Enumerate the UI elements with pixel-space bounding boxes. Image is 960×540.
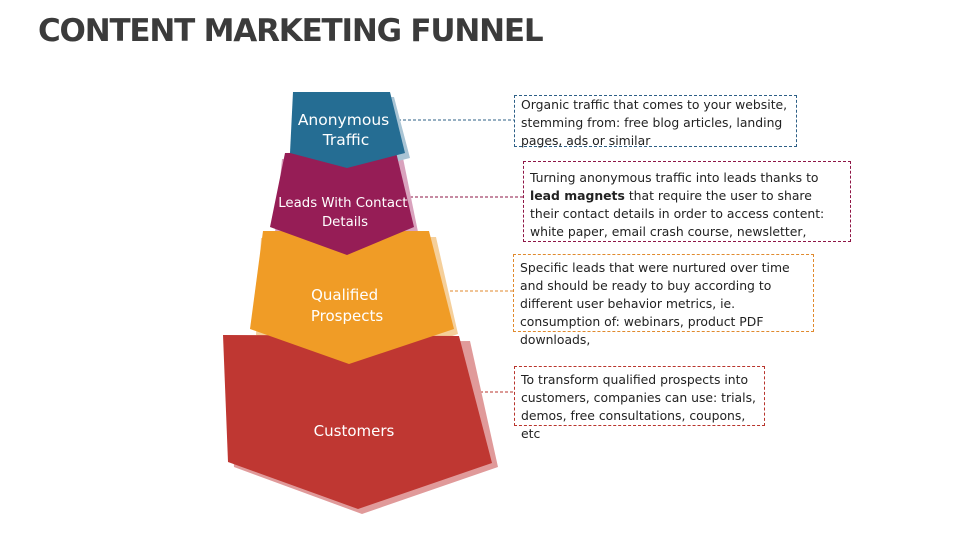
description-text: that require the user to share their con… [530, 188, 825, 239]
stage-qualified-prospects-shape [250, 231, 454, 364]
description-anonymous-traffic: Organic traffic that comes to your websi… [514, 95, 797, 148]
stage-label-leads: Leads With Contact Details [278, 196, 411, 230]
stage-leads-shape [270, 152, 414, 255]
description-text: To transform qualified prospects into cu… [521, 372, 756, 441]
description-qualified-prospects: Specific leads that were nurtured over t… [513, 254, 814, 347]
description-customers: To transform qualified prospects into cu… [514, 366, 765, 441]
stage-label-line: Qualified [311, 286, 378, 304]
stage-label-line: Details [322, 215, 368, 230]
description-text: Specific leads that were nurtured over t… [520, 260, 790, 347]
stage-label-line: Leads With Contact [278, 196, 407, 211]
stage-label-line: Prospects [311, 307, 383, 325]
description-highlight: lead magnets [530, 188, 625, 203]
page-title: CONTENT MARKETING FUNNEL [38, 13, 544, 49]
stage-label-customers: Customers [314, 422, 395, 440]
stage-label-line: Customers [314, 422, 395, 440]
description-text: Organic traffic that comes to your websi… [521, 97, 788, 148]
stage-anonymous-traffic-shape [290, 92, 405, 168]
stage-customers-shape [223, 335, 492, 509]
stage-label-line: Traffic [322, 131, 370, 149]
stage-label-anonymous-traffic: Anonymous Traffic [298, 111, 394, 149]
description-text: Turning anonymous traffic into leads tha… [530, 170, 819, 185]
stage-label-qualified-prospects: Qualified Prospects [311, 286, 383, 325]
description-leads: Turning anonymous traffic into leads tha… [523, 161, 851, 242]
stage-label-line: Anonymous [298, 111, 389, 129]
